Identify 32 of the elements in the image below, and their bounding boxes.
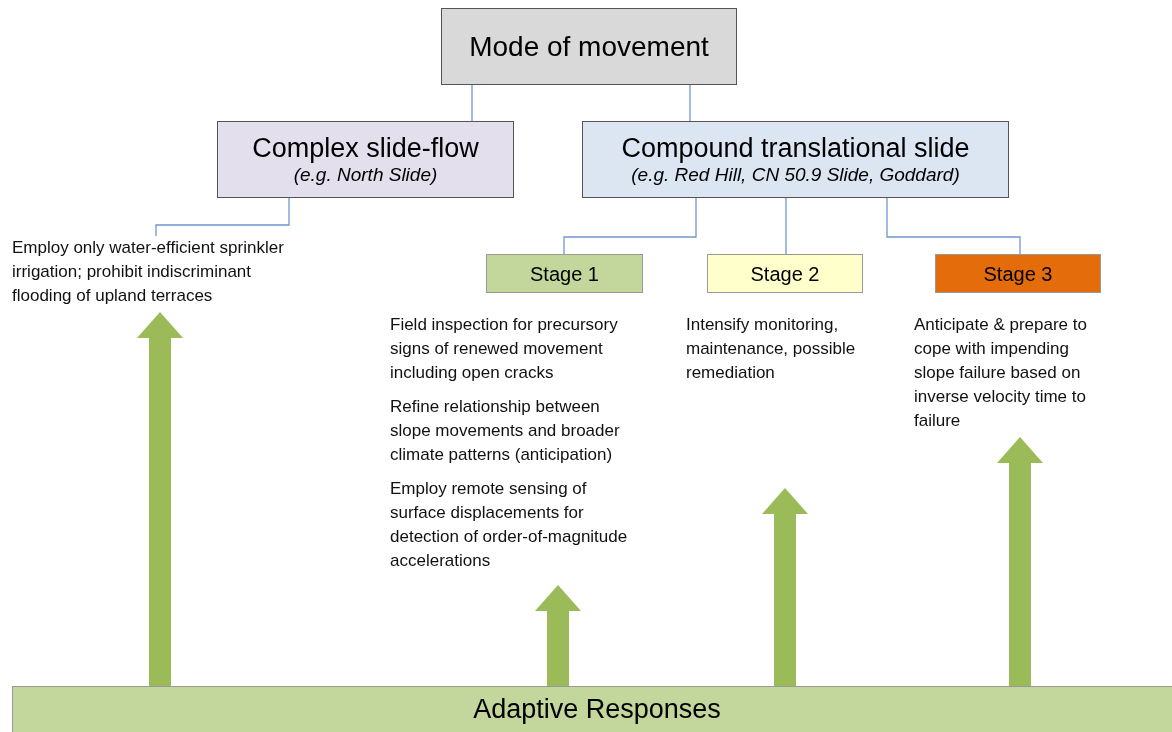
stage-box (486, 254, 643, 293)
block-arrow (137, 312, 183, 686)
block-arrow (535, 585, 581, 686)
block-arrow (997, 437, 1043, 686)
connector-line (689, 84, 691, 122)
connector-line (785, 197, 787, 255)
box-title: Adaptive Responses (473, 692, 721, 726)
example-note: (e.g. Red Hill, CN 50.9 Slide, Goddard) (631, 164, 960, 188)
response-text: Field inspection for precursory signs of renewed movement including open cracks (390, 314, 619, 384)
box-title: Mode of movement (469, 29, 709, 64)
response-text: Employ remote sensing of surface displacements for detection of order-of-magnitude accelerations (390, 478, 629, 572)
box-title: Stage 3 (983, 261, 1053, 286)
category-box (217, 121, 514, 198)
category-box (441, 8, 737, 85)
example-note: (e.g. North Slide) (293, 164, 438, 188)
response-text: Intensify monitoring, maintenance, possible remediation (686, 314, 857, 384)
connector-line (886, 197, 1021, 255)
block-arrow (762, 488, 808, 686)
connector-line (471, 84, 473, 122)
box-title: Stage 1 (530, 261, 599, 286)
connector-line (155, 197, 290, 237)
stage-box (935, 254, 1101, 293)
box-title: Stage 2 (750, 261, 820, 286)
base-band (12, 686, 1172, 732)
box-title: Compound translational slide (621, 131, 970, 165)
box-title: Complex slide-flow (252, 131, 479, 165)
category-box (582, 121, 1009, 198)
connector-line (563, 197, 697, 255)
response-text: Anticipate & prepare to cope with impending slope failure based on inverse velocity time to failure (914, 314, 1088, 432)
response-text: Employ only water-efficient sprinkler irrigation; prohibit indiscriminant flooding of upland terraces (12, 237, 285, 307)
stage-box (707, 254, 863, 293)
response-text: Refine relationship between slope movements and broader climate patterns (anticipation) (390, 396, 621, 466)
